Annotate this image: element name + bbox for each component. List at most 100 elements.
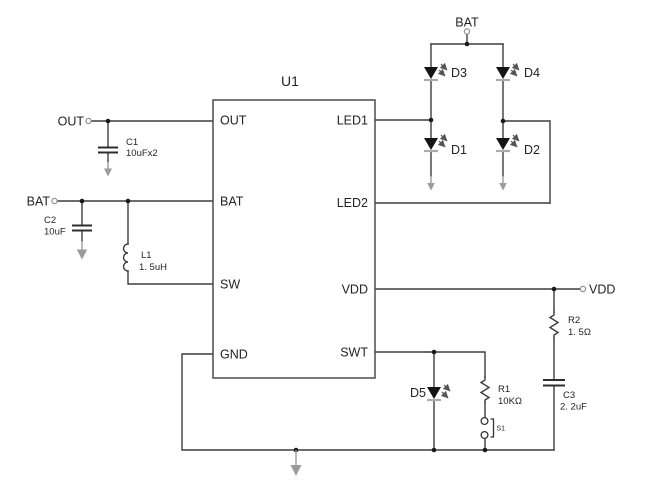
wires [56, 33, 581, 451]
d4-ref: D4 [524, 66, 540, 80]
c1-value: 10uFx2 [126, 148, 158, 159]
resistor-r1: R1 10KΩ [479, 376, 522, 407]
junction-dot [551, 286, 557, 292]
junction-dot [105, 118, 111, 124]
terminal-bat-top: BAT [455, 16, 479, 35]
junction-dot [79, 198, 85, 204]
led-d3: D3 [424, 62, 467, 82]
d2-ref: D2 [524, 143, 540, 157]
led-emit-arrow-icon [439, 133, 448, 142]
led-emit-arrow-icon [511, 133, 520, 142]
r2-value: 1. 5Ω [568, 327, 591, 338]
led-emit-arrow-icon [437, 68, 446, 77]
led-d1: D1 [424, 133, 467, 157]
ic-designator: U1 [281, 73, 299, 89]
terminal-circle-icon [463, 28, 471, 35]
terminal-bat-left: BAT [27, 195, 58, 209]
pin-label-gnd: GND [220, 348, 248, 362]
terminal-vdd-label: VDD [589, 283, 615, 297]
terminal-circle-icon [85, 117, 92, 125]
led-d4: D4 [496, 62, 540, 82]
ground-arrow-icon [76, 249, 88, 260]
ground-arrow-icon [499, 183, 507, 191]
r1-value: 10KΩ [498, 396, 522, 407]
resistor-r2: R2 1. 5Ω [548, 311, 591, 339]
junction-dot [431, 349, 437, 355]
s1-ref: S1 [497, 426, 506, 433]
inductor-l1: L1 1. 5uH [122, 243, 167, 273]
terminal-out-label: OUT [58, 115, 85, 129]
pin-label-led2: LED2 [337, 196, 368, 210]
led-emit-arrow-icon [442, 383, 451, 392]
ground-d1 [427, 176, 435, 191]
terminal-bat-top-label: BAT [455, 16, 479, 30]
led-triangle-icon [496, 67, 510, 79]
ground-c1 [104, 162, 112, 177]
junction-dot [431, 447, 437, 453]
led-emit-arrow-icon [509, 139, 518, 148]
r2-ref: R2 [568, 315, 580, 326]
ground-arrow-icon [290, 465, 302, 476]
ground-symbols [76, 162, 507, 476]
switch-contact-icon [480, 430, 489, 440]
led-d2: D2 [496, 133, 540, 157]
d5-ref: D5 [410, 386, 426, 400]
terminals: OUT BAT BAT VDD [27, 16, 616, 297]
ground-c2 [76, 241, 88, 260]
c3-value: 2. 2uF [560, 402, 587, 413]
r1-ref: R1 [498, 384, 510, 395]
inductor-coil-icon [122, 243, 129, 272]
resistor-zigzag-icon [479, 376, 491, 404]
led-emit-arrow-icon [440, 390, 449, 399]
l1-ref: L1 [141, 250, 152, 261]
led-emit-arrow-icon [439, 62, 448, 71]
ground-main [290, 450, 302, 476]
led-triangle-icon [496, 138, 510, 150]
led-triangle-icon [427, 387, 441, 399]
junction-dot [482, 447, 488, 453]
capacitor-c1: C1 10uFx2 [98, 137, 158, 159]
ground-arrow-icon [104, 168, 112, 177]
capacitor-c2: C2 10uF [44, 215, 92, 238]
capacitor-c3: C3 2. 2uF [543, 379, 587, 413]
switch-contact-icon [480, 416, 489, 426]
pin-label-sw: SW [220, 278, 240, 292]
junction-dot [125, 198, 131, 204]
wire-gnd-rail [181, 353, 555, 451]
pin-label-swt: SWT [340, 346, 368, 360]
ic-body [212, 99, 376, 379]
terminal-out: OUT [58, 115, 92, 129]
terminal-bat-label: BAT [27, 195, 51, 209]
pin-label-out: OUT [220, 114, 247, 128]
junction-dot [500, 118, 506, 124]
switch-s1: S1 [480, 416, 506, 440]
junction-dot [428, 117, 434, 123]
led-emit-arrow-icon [509, 68, 518, 77]
pin-label-vdd: VDD [342, 283, 368, 297]
led-triangle-icon [424, 138, 438, 150]
junction-dots [79, 41, 557, 453]
pin-label-bat: BAT [220, 195, 244, 209]
wire-l1-to-sw [127, 270, 214, 285]
l1-value: 1. 5uH [139, 262, 167, 273]
c2-value: 10uF [44, 227, 66, 238]
led-emit-arrow-icon [437, 139, 446, 148]
resistor-zigzag-icon [548, 311, 560, 339]
d1-ref: D1 [451, 143, 467, 157]
terminal-circle-icon [51, 197, 58, 205]
switch-button-icon [490, 418, 495, 438]
junction-dot [464, 41, 470, 47]
ic-u1: U1 OUT BAT SW GND LED1 LED2 VDD SWT [212, 73, 376, 379]
led-triangle-icon [424, 67, 438, 79]
c2-ref: C2 [44, 215, 56, 226]
wire-swt-net [374, 351, 486, 378]
wire-nodeb-led2 [502, 120, 551, 204]
c1-ref: C1 [126, 137, 138, 148]
ground-arrow-icon [427, 183, 435, 191]
led-emit-arrow-icon [511, 62, 520, 71]
d3-ref: D3 [451, 66, 467, 80]
pin-label-led1: LED1 [337, 114, 368, 128]
ground-d2 [499, 176, 507, 191]
